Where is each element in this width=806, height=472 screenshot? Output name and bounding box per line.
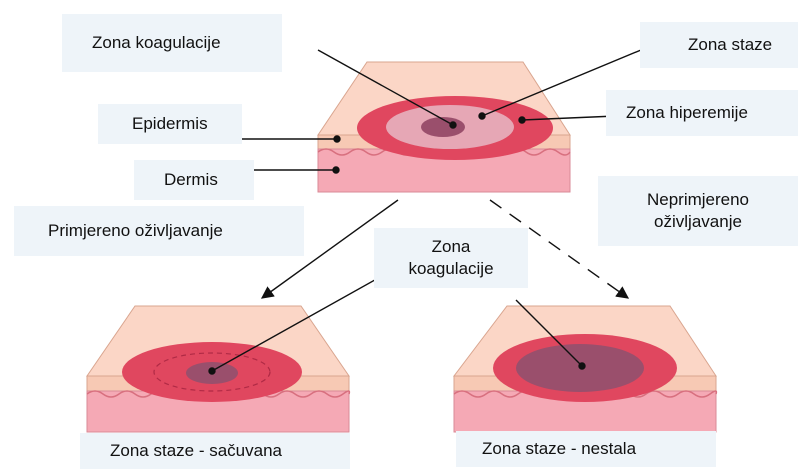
label-primjereno-ozivljavanje: Primjereno oživljavanje [14, 206, 304, 256]
bottom-left-skin-block [87, 306, 349, 432]
label-zona-staze: Zona staze [640, 22, 798, 68]
label-text-line2: koagulacije [408, 258, 493, 280]
label-zona-koagulacije-top: Zona koagulacije [62, 14, 282, 72]
label-text: Zona staze - sačuvana [110, 440, 282, 462]
label-text: Dermis [164, 169, 218, 191]
label-text-line1: Neprimjereno [647, 189, 749, 211]
label-text: Zona hiperemije [626, 102, 748, 124]
label-neprimjereno-ozivljavanje: Neprimjereno oživljavanje [598, 176, 798, 246]
label-text-line2: oživljavanje [654, 211, 742, 233]
label-zona-staze-sacuvana: Zona staze - sačuvana [80, 433, 350, 469]
label-text: Zona staze - nestala [482, 438, 636, 460]
bottom-right-skin-block [454, 306, 716, 432]
label-dermis: Dermis [134, 160, 254, 200]
label-epidermis: Epidermis [98, 104, 242, 144]
top-skin-block [318, 62, 570, 192]
label-text: Epidermis [132, 113, 208, 135]
label-zona-koagulacije-mid: Zona koagulacije [374, 228, 528, 288]
label-text: Zona koagulacije [92, 32, 221, 54]
label-zona-hiperemije: Zona hiperemije [606, 90, 798, 136]
label-text: Primjereno oživljavanje [48, 220, 223, 242]
label-zona-staze-nestala: Zona staze - nestala [456, 431, 716, 467]
label-text-line1: Zona [432, 236, 471, 258]
label-text: Zona staze [688, 34, 772, 56]
